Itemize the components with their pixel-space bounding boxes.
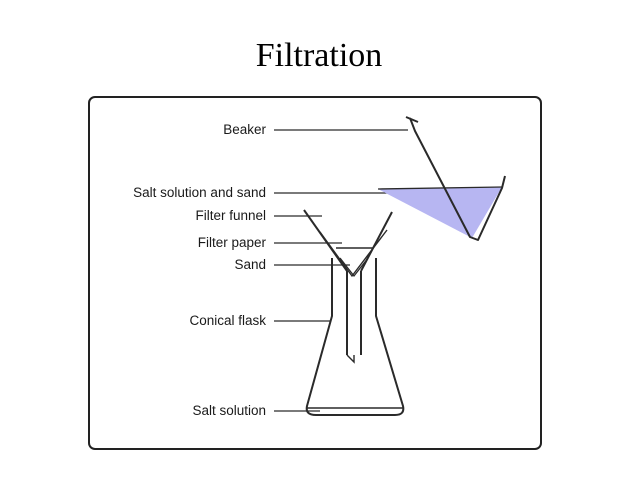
beaker [377, 116, 506, 241]
funnel-stem [346, 271, 362, 355]
diagram-frame [88, 96, 542, 450]
slide-title: Filtration [255, 37, 383, 74]
label-salt-solution: Salt solution [192, 403, 266, 418]
funnel-tip [346, 354, 355, 364]
sand [339, 257, 369, 278]
label-filter-funnel: Filter funnel [195, 208, 266, 223]
label-salt-solution-and-sand: Salt solution and sand [133, 185, 266, 200]
label-sand: Sand [234, 257, 266, 272]
beaker-outline [409, 117, 506, 241]
beaker-liquid [378, 187, 502, 238]
leader-lines [274, 129, 418, 412]
filter-paper [319, 229, 388, 278]
label-beaker: Beaker [223, 122, 266, 137]
filter-funnel [303, 209, 393, 364]
flask-outline [305, 258, 405, 416]
beaker-liquid-surface [377, 186, 503, 190]
label-filter-paper: Filter paper [197, 235, 266, 250]
filter-paper-cone [319, 229, 388, 278]
label-conical-flask: Conical flask [189, 313, 266, 328]
beaker-rim [405, 116, 419, 123]
conical-flask [305, 258, 405, 416]
